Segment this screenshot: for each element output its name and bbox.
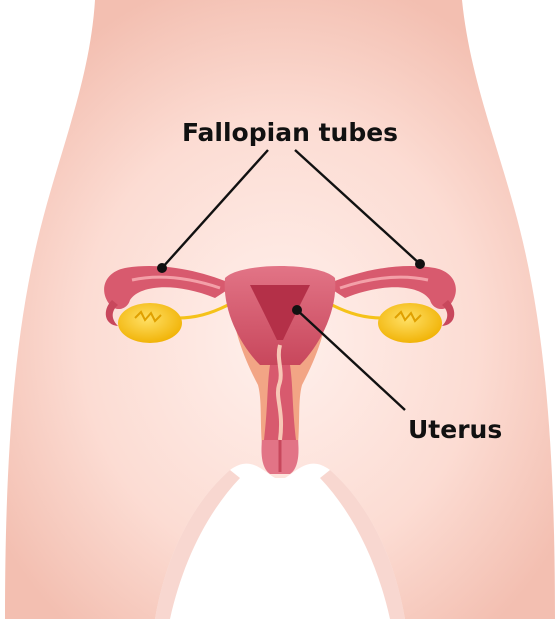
uterus-dot: [292, 305, 302, 315]
fallopian-right-dot: [415, 259, 425, 269]
fallopian-left-dot: [157, 263, 167, 273]
right-ovary: [378, 303, 442, 343]
fallopian-tubes-label: Fallopian tubes: [182, 118, 398, 147]
uterus-label: Uterus: [408, 415, 502, 444]
left-ovary: [118, 303, 182, 343]
